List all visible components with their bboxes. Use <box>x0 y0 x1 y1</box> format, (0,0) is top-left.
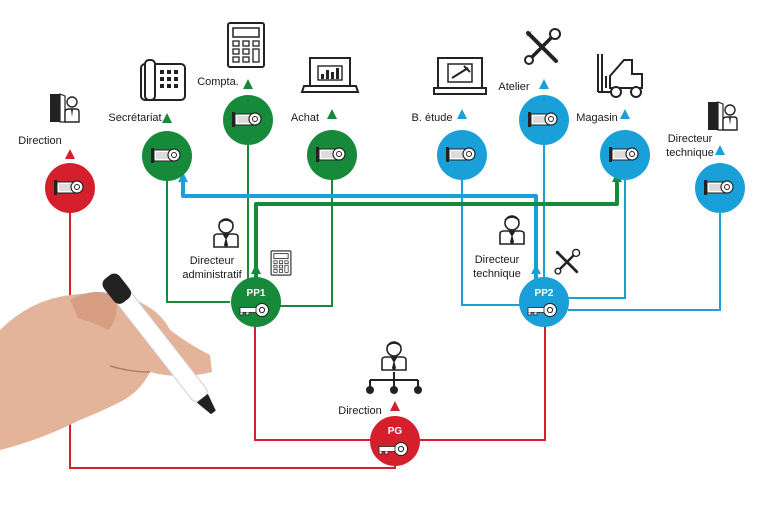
key-node-pg: PG <box>370 401 420 466</box>
label-secretariat: Secrétariat <box>108 112 161 124</box>
monitor-design-icon <box>433 57 487 95</box>
label-achat: Achat <box>291 112 319 124</box>
label-atelier: Atelier <box>498 81 530 93</box>
label-compta: Compta. <box>197 76 239 88</box>
blue-arrow-head <box>178 172 188 182</box>
org-chart-icon <box>366 341 422 394</box>
hand-with-marker-illustration <box>0 273 216 450</box>
label-b-etude: B. étude <box>412 112 453 124</box>
label-direction-bottom: Direction <box>338 405 381 417</box>
label-directeur-tech-right-line2: technique <box>666 147 714 159</box>
calculator-icon <box>227 22 265 68</box>
label-dir-tech-mid-line2: technique <box>473 268 521 280</box>
label-dir-tech-mid-line1: Directeur <box>475 254 520 266</box>
cross-access-links <box>181 180 619 286</box>
key-node-pp1: PP1 <box>231 264 281 327</box>
pp2-label: PP2 <box>535 288 554 299</box>
door-person-icon-right <box>707 101 738 131</box>
pp1-label: PP1 <box>247 288 266 299</box>
blue-links <box>461 128 721 311</box>
desk-phone-icon <box>140 59 186 101</box>
lock-node-achat <box>307 109 357 180</box>
lock-node-b-etude <box>437 109 487 180</box>
person-icon-admin <box>213 218 239 248</box>
laptop-chart-icon <box>300 57 360 93</box>
pg-label: PG <box>388 426 403 437</box>
lock-node-compta <box>223 79 273 145</box>
label-magasin: Magasin <box>576 112 618 124</box>
lock-node-secretariat <box>142 113 192 181</box>
label-directeur-tech-right-line1: Directeur <box>668 133 713 145</box>
person-icon-tech <box>499 215 525 245</box>
tools-icon-small <box>553 247 581 276</box>
door-person-icon <box>49 93 80 123</box>
label-dir-admin-line1: Directeur <box>190 255 235 267</box>
lock-node-atelier <box>519 79 569 145</box>
forklift-icon <box>597 54 643 98</box>
wrench-screwdriver-icon <box>523 27 562 66</box>
lock-node-direction <box>45 149 95 213</box>
label-direction: Direction <box>18 135 61 147</box>
green-links <box>166 128 333 307</box>
lock-node-magasin <box>600 109 650 180</box>
calculator-icon-small <box>270 250 292 276</box>
lock-node-directeur-technique <box>695 145 745 213</box>
label-dir-admin-line2: administratif <box>182 269 242 281</box>
key-node-pp2: PP2 <box>519 264 569 327</box>
